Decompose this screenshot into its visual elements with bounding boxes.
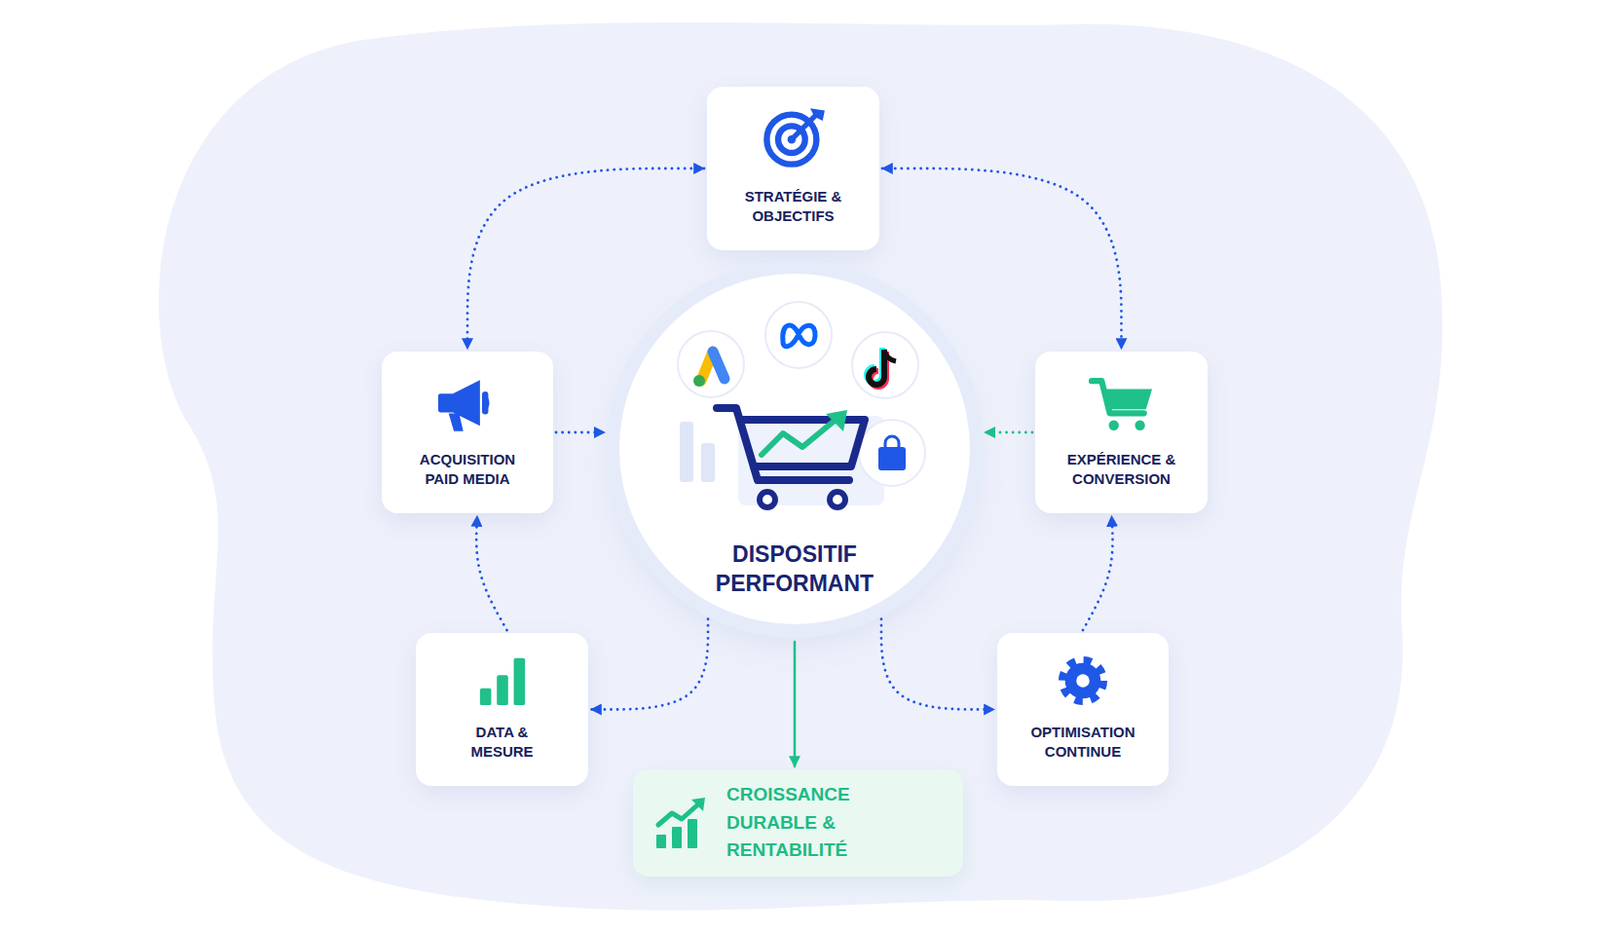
process-box: OPTIMISATION CONTINUE — [997, 632, 1169, 786]
badge — [852, 332, 919, 399]
node-label: STRATÉGIE & OBJECTIFS — [730, 186, 857, 227]
connector-arrow — [556, 431, 605, 435]
bar-chart-icon — [476, 654, 529, 707]
node-label: DATA & MESURE — [453, 722, 552, 763]
gear-icon — [1056, 654, 1110, 707]
connector-arrow — [476, 516, 507, 631]
node-label: DISPOSITIF PERFORMANT — [687, 540, 902, 599]
connector-arrow — [882, 168, 1122, 349]
connector-arrow — [1082, 516, 1114, 631]
background-shape — [158, 22, 1443, 911]
connector-arrow — [984, 431, 1033, 435]
target-icon — [760, 104, 827, 171]
node-label: OPTIMISATION CONTINUE — [1019, 722, 1147, 763]
megaphone-icon — [433, 376, 502, 436]
cart-icon — [1088, 374, 1155, 434]
growth-icon — [654, 795, 709, 851]
connector-arrow — [467, 168, 705, 349]
process-box: EXPÉRIENCE & CONVERSION — [1035, 351, 1208, 514]
badge — [677, 331, 745, 398]
badge — [858, 419, 926, 486]
connector-arrow — [793, 641, 797, 767]
connector-arrow — [881, 619, 995, 710]
connector-arrow — [591, 619, 708, 710]
process-box: ACQUISITION PAID MEDIA — [381, 351, 554, 514]
node-label: ACQUISITION PAID MEDIA — [409, 449, 526, 490]
node-label: EXPÉRIENCE & CONVERSION — [1058, 449, 1186, 490]
badge — [765, 301, 832, 369]
process-box: STRATÉGIE & OBJECTIFS — [706, 86, 880, 251]
outcome-label: CROISSANCE DURABLE & RENTABILITÉ — [726, 781, 942, 865]
hub-circle: DISPOSITIF PERFORMANT — [619, 273, 970, 625]
outcome-box: CROISSANCE DURABLE & RENTABILITÉ — [632, 769, 964, 877]
process-box: DATA & MESURE — [415, 632, 589, 786]
